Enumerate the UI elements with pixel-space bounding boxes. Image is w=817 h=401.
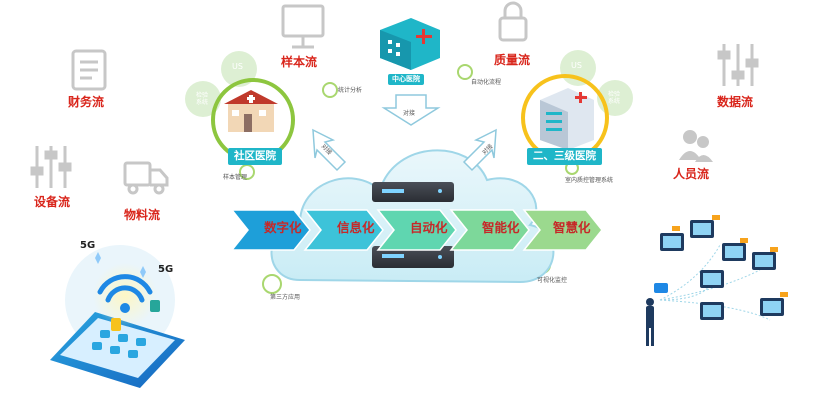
us-left-label: US [232, 62, 243, 71]
5g-label-b: 5G [158, 264, 174, 275]
center-hospital-tag: 中心医院 [388, 74, 424, 85]
truck-icon [123, 161, 169, 195]
sample-flow-label: 样本流 [281, 55, 318, 69]
third-party-label: 第三方应用 [270, 294, 301, 301]
stage-chevron [376, 209, 457, 251]
indoor-qc-label: 室内质控管理系统 [565, 177, 614, 184]
monitor-icon [281, 4, 325, 49]
5g-label-a: 5G [80, 240, 96, 251]
inspect-left-label: 检验 系统 [196, 92, 209, 107]
server-icon [372, 182, 454, 268]
tertiary-hospital-icon [540, 88, 594, 150]
document-icon [71, 49, 107, 91]
stage-label-digitalization: 数字化 [264, 220, 302, 235]
decor-dot [239, 164, 255, 180]
us-right-label: US [571, 61, 582, 70]
5g-phone-illustration [50, 245, 185, 388]
equipment-sliders-icon [30, 146, 72, 188]
lock-icon [498, 1, 528, 42]
stage-chevron [449, 209, 530, 251]
sample-mgmt-label: 样本管理 [223, 174, 248, 181]
dock-arrow-right [462, 128, 497, 172]
finance-flow-label: 财务流 [68, 95, 105, 109]
inspect-right-label: 检验 系统 [608, 91, 621, 106]
stage-chevron [230, 209, 311, 251]
decor-circle [221, 51, 257, 87]
visual-monitor-label: 可视化监控 [537, 277, 568, 284]
auto-process-label: 自动化流程 [471, 79, 502, 86]
decor-circle [185, 81, 221, 117]
tertiary-hospital-tag: 二、三级医院 [527, 148, 602, 165]
stage-label-informatization: 信息化 [337, 220, 375, 235]
dock-arrow-top [381, 94, 441, 126]
stage-label-intelligent: 智能化 [482, 220, 520, 235]
stat-analysis-label: 统计分析 [338, 87, 363, 94]
center-hospital-icon [380, 18, 440, 70]
material-flow-label: 物料流 [124, 208, 161, 222]
quality-flow-label: 质量流 [494, 53, 531, 67]
community-hospital-icon [224, 90, 278, 132]
stage-label-smart: 智慧化 [553, 220, 591, 235]
stage-chevron [303, 209, 384, 251]
equipment-flow-label: 设备流 [34, 195, 71, 209]
decor-dot [262, 274, 282, 294]
dock-top-label: 对接 [403, 110, 416, 117]
stage-chevrons [230, 209, 603, 251]
personnel-flow-label: 人员流 [673, 167, 710, 181]
sliders-icon [717, 44, 759, 86]
stage-label-automation: 自动化 [410, 220, 448, 235]
community-hospital-tag: 社区医院 [228, 148, 282, 165]
dock-arrow-left [312, 128, 347, 172]
people-icon [679, 130, 713, 162]
decor-dot [457, 64, 473, 80]
data-flow-label: 数据流 [717, 95, 754, 109]
stage-chevron [522, 209, 603, 251]
decor-dot [322, 82, 338, 98]
remote-monitors-illustration [646, 215, 788, 346]
